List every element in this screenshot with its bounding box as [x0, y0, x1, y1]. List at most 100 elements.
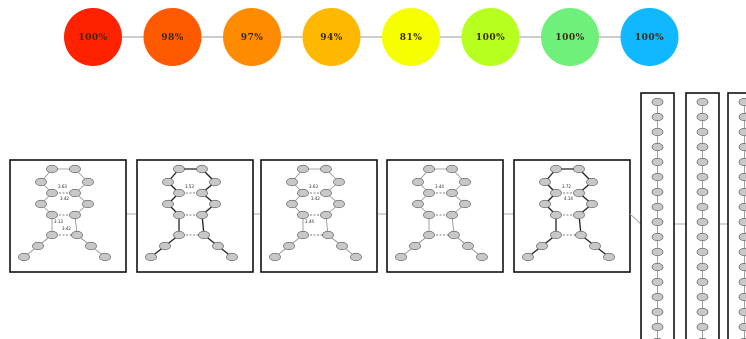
atom-node — [462, 241, 474, 251]
progress-node-label: 97% — [241, 33, 264, 43]
atom-node — [696, 292, 709, 302]
atom-node — [320, 164, 332, 174]
atom-node — [459, 199, 471, 209]
atom-node — [209, 199, 221, 209]
progress-node-circle — [64, 8, 122, 66]
atom-node — [550, 230, 562, 240]
distance-label: 4.14 — [564, 196, 573, 201]
structure-panel: 3.53 — [136, 159, 254, 273]
atom-node — [651, 97, 664, 107]
atom-node — [173, 210, 185, 220]
atom-node — [539, 177, 551, 187]
atom-node — [696, 127, 709, 137]
distance-label: 3.44 — [305, 219, 314, 224]
progress-node-label: 100% — [555, 33, 584, 43]
atom-node — [550, 188, 562, 198]
atom-node — [696, 112, 709, 122]
progress-node: 100% — [461, 8, 520, 66]
atom-node — [82, 177, 94, 187]
atom-node — [336, 241, 348, 251]
atom-node — [738, 142, 746, 152]
atom-node — [350, 252, 362, 262]
atom-node — [423, 230, 435, 240]
atom-node — [696, 232, 709, 242]
chain-panel — [640, 92, 675, 339]
atom-node — [212, 241, 224, 251]
atom-node — [71, 230, 83, 240]
atom-node — [738, 262, 746, 272]
atom-node — [738, 322, 746, 332]
atom-node — [226, 252, 238, 262]
progress-node-circle — [223, 8, 281, 66]
progress-node: 100% — [541, 8, 599, 66]
atom-node — [550, 164, 562, 174]
progress-node-circle — [382, 8, 440, 66]
atom-node — [575, 230, 587, 240]
structure-panel: 3.724.14 — [513, 159, 631, 273]
atom-node — [651, 112, 664, 122]
atom-node — [651, 187, 664, 197]
atom-node — [46, 164, 58, 174]
atom-node — [586, 177, 598, 187]
atom-node — [395, 252, 407, 262]
atom-node — [550, 210, 562, 220]
atom-node — [412, 199, 424, 209]
atom-node — [423, 210, 435, 220]
atom-node — [651, 307, 664, 317]
atom-node — [696, 262, 709, 272]
atom-node — [738, 112, 746, 122]
progress-node-label: 100% — [476, 33, 505, 43]
progress-node-circle — [620, 8, 679, 66]
atom-node — [651, 277, 664, 287]
atom-node — [196, 164, 208, 174]
atom-node — [651, 322, 664, 332]
atom-node — [696, 247, 709, 257]
atom-node — [589, 241, 601, 251]
structure-panel: 3.44 — [386, 159, 504, 273]
atom-node — [333, 199, 345, 209]
atom-node — [539, 199, 551, 209]
distance-label: 3.63 — [58, 184, 67, 189]
atom-node — [283, 241, 295, 251]
atom-node — [412, 177, 424, 187]
progress-node-circle — [143, 8, 202, 66]
atom-node — [46, 210, 58, 220]
atom-node — [173, 164, 185, 174]
atom-node — [18, 252, 30, 262]
atom-node — [696, 97, 709, 107]
structure-panel: 3.633.423.133.42 — [9, 159, 127, 273]
atom-node — [82, 199, 94, 209]
progress-node-circle — [541, 8, 599, 66]
atom-node — [459, 177, 471, 187]
atom-node — [423, 188, 435, 198]
atom-node — [651, 292, 664, 302]
atom-node — [99, 252, 111, 262]
atom-node — [738, 202, 746, 212]
atom-node — [696, 157, 709, 167]
atom-node — [651, 217, 664, 227]
atom-node — [322, 230, 334, 240]
atom-node — [651, 247, 664, 257]
atom-node — [196, 188, 208, 198]
atom-node — [696, 277, 709, 287]
distance-label: 3.42 — [311, 196, 320, 201]
atom-node — [196, 210, 208, 220]
progress-node: 98% — [143, 8, 202, 66]
atom-node — [573, 210, 585, 220]
distance-label: 3.42 — [62, 226, 71, 231]
atom-node — [448, 230, 460, 240]
atom-node — [651, 157, 664, 167]
atom-node — [333, 177, 345, 187]
atom-node — [651, 202, 664, 212]
atom-node — [446, 210, 458, 220]
progress-node-circle — [461, 8, 520, 66]
chain-panel-frame — [727, 92, 746, 339]
atom-node — [162, 199, 174, 209]
progress-node: 100% — [64, 8, 122, 66]
progress-node-circle — [302, 8, 361, 66]
atom-node — [409, 241, 421, 251]
atom-node — [696, 307, 709, 317]
atom-node — [32, 241, 44, 251]
atom-node — [145, 252, 157, 262]
